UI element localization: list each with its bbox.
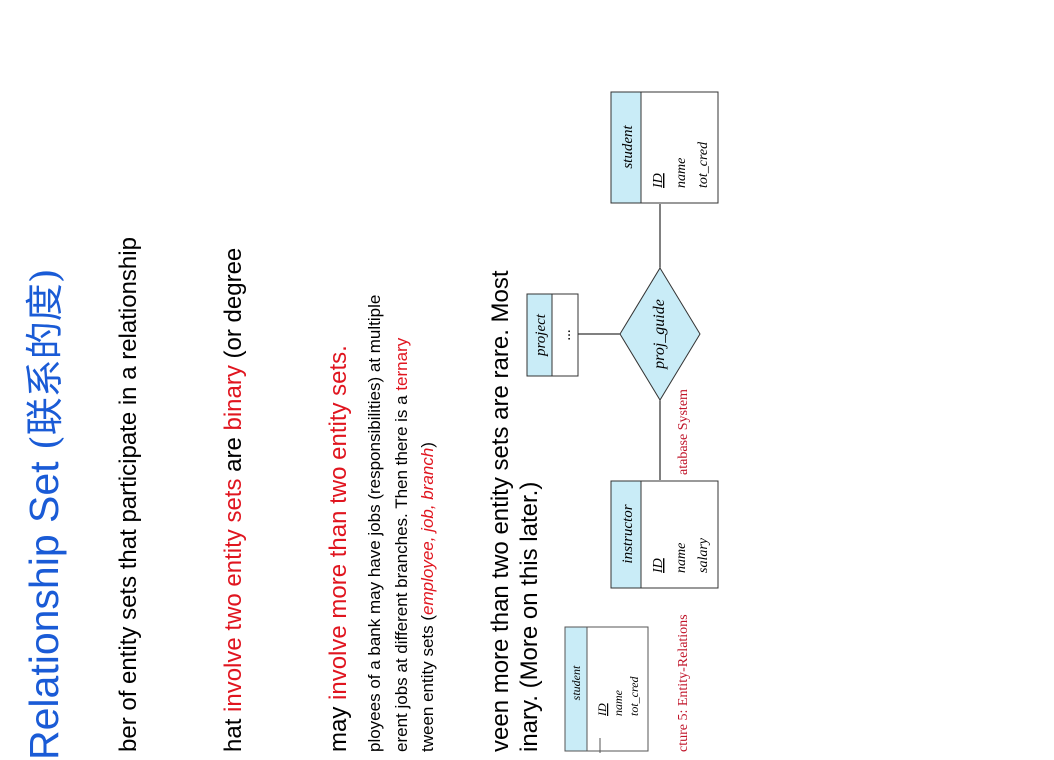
entity-project: project ... — [526, 293, 579, 377]
relationship-label: proj_guide — [651, 299, 668, 370]
attr-name: name — [611, 689, 625, 716]
entity-name: project — [533, 313, 549, 357]
attr-name: name — [674, 158, 689, 188]
attr-id: ID — [595, 703, 609, 717]
entity-name: instructor — [620, 504, 636, 563]
entity-student: student ID name tot_cred — [610, 91, 719, 204]
attr-tot-cred: tot_cred — [696, 141, 711, 188]
attr-id: ID — [651, 558, 666, 574]
attr-name: name — [674, 543, 689, 573]
attr-id: ID — [651, 173, 666, 189]
entity-instructor: instructor ID name salary — [610, 480, 719, 589]
attr-tot-cred: tot_cred — [627, 675, 641, 716]
attr-ellipsis: ... — [558, 329, 574, 340]
entity-name: student — [569, 665, 583, 700]
entity-name: student — [620, 125, 636, 169]
entity-small-student: student ID name tot_cred — [564, 626, 649, 753]
attr-salary: salary — [696, 537, 711, 573]
relationship-diamond — [619, 267, 701, 401]
